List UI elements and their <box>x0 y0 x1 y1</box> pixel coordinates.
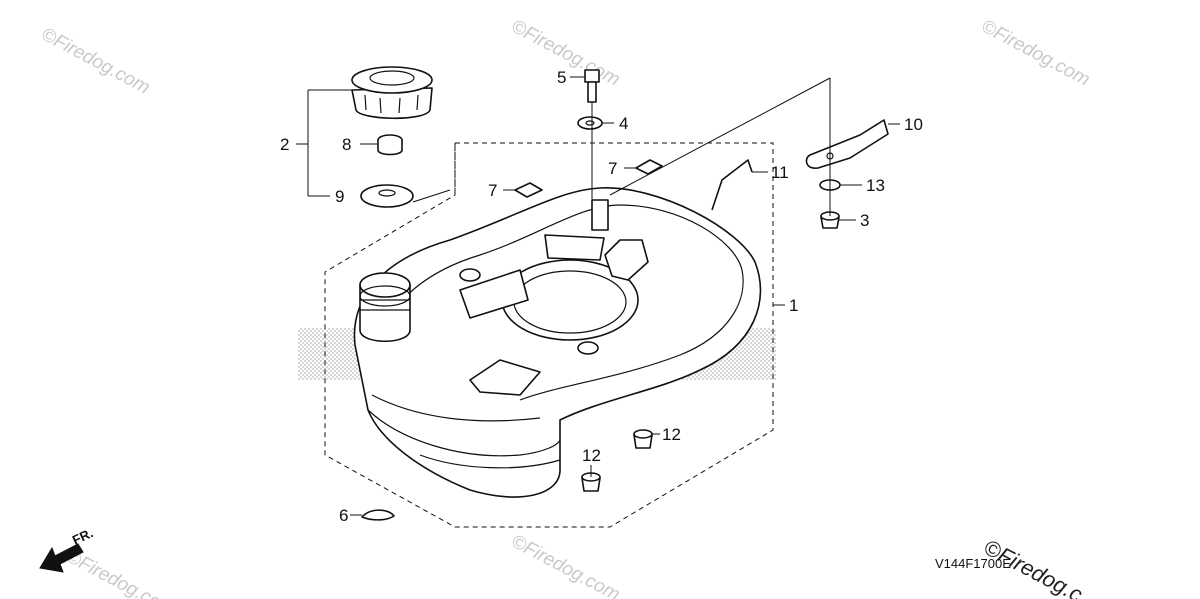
fuel-tank-body <box>353 187 762 498</box>
callout-5: 5 <box>557 68 566 87</box>
cushion-pad-left <box>514 182 543 198</box>
washer-4 <box>577 116 603 130</box>
front-arrow-icon <box>39 543 84 573</box>
callout-12-right: 12 <box>662 425 681 444</box>
leader-lines <box>296 76 900 516</box>
watermark-bottom-center: ©Firedog.com <box>508 531 623 599</box>
callout-2: 2 <box>280 135 289 154</box>
watermark-top-left: ©Firedog.com <box>38 24 153 99</box>
callout-13: 13 <box>866 176 885 195</box>
rubber-mount-right <box>633 429 653 449</box>
callout-7-left: 7 <box>488 181 497 200</box>
callout-3: 3 <box>860 211 869 230</box>
callout-12-bottom: 12 <box>582 446 601 465</box>
stay-bracket <box>805 119 889 169</box>
callout-7-right: 7 <box>608 159 617 178</box>
callout-9: 9 <box>335 187 344 206</box>
bolt <box>584 69 600 103</box>
cap-seal <box>377 134 403 156</box>
hose-clip <box>361 509 395 521</box>
callout-labels: 1 2 3 4 5 6 7 7 8 9 10 11 12 12 13 <box>280 68 923 525</box>
cap-plate <box>360 184 414 208</box>
figure-code: V144F1700E <box>935 556 1011 571</box>
cushion-pad-right <box>635 159 663 175</box>
callout-11: 11 <box>771 163 789 182</box>
fuel-cap <box>351 66 433 120</box>
watermark-top-right: ©Firedog.com <box>978 16 1093 91</box>
callout-8: 8 <box>342 135 351 154</box>
callout-4: 4 <box>619 114 628 133</box>
callout-10: 10 <box>904 115 923 134</box>
callout-1: 1 <box>789 296 798 315</box>
wire-clip <box>711 159 753 211</box>
front-label: FR. <box>70 525 95 547</box>
callout-6: 6 <box>339 506 348 525</box>
